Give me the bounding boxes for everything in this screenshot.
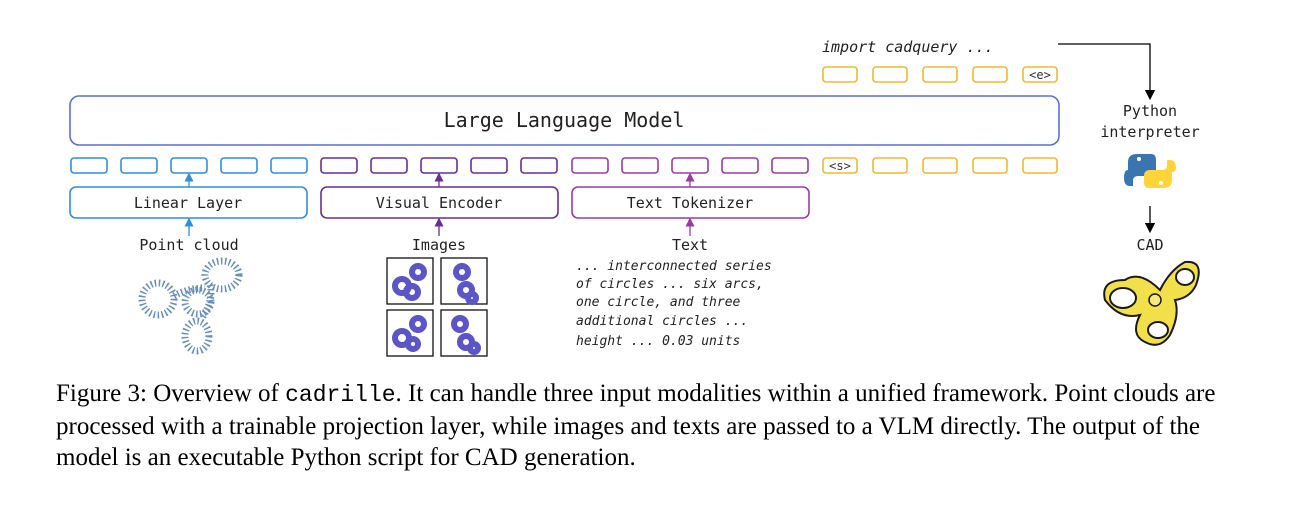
output-token <box>822 66 858 83</box>
output-token-row <box>822 66 1058 83</box>
output-token <box>872 66 908 83</box>
image-token <box>370 157 408 174</box>
text-input-block: ... interconnected series of circles ...… <box>576 259 772 349</box>
text-input-line: height ... 0.03 units <box>576 334 740 349</box>
image-token <box>520 157 558 174</box>
image-token <box>420 157 458 174</box>
image-token-row <box>320 157 558 174</box>
diagram: import cadquery ... <e> Large Language M… <box>69 38 1200 357</box>
point-token <box>220 157 258 174</box>
text-input-line: ... interconnected series <box>576 259 772 274</box>
text-token-row <box>571 157 809 174</box>
image-token <box>470 157 508 174</box>
text-token <box>771 157 809 174</box>
arrow-to-interpreter <box>1058 43 1156 101</box>
caption-text: . It can handle three input modalities w… <box>56 380 1216 471</box>
point-cloud-image <box>138 257 243 355</box>
text-token <box>721 157 759 174</box>
point-cloud-label: Point cloud <box>139 236 238 254</box>
caption-code: cadrille <box>285 382 396 408</box>
cad-model-image <box>1103 260 1200 346</box>
images-grid <box>386 257 488 357</box>
text-input-label: Text <box>672 236 708 254</box>
output-code-text: import cadquery ... <box>822 38 994 56</box>
llm-box <box>69 95 1060 146</box>
text-tokenizer-label: Text Tokenizer <box>627 194 753 212</box>
output-token <box>922 66 958 83</box>
python-interpreter-label-2: interpreter <box>1100 123 1199 141</box>
point-token <box>270 157 308 174</box>
point-token <box>120 157 158 174</box>
text-input-line: of circles ... six arcs, <box>576 277 764 292</box>
image-token <box>320 157 358 174</box>
start-token-label: <s> <box>829 159 851 173</box>
python-interpreter-label-1: Python <box>1123 102 1177 120</box>
generated-token <box>972 157 1008 174</box>
caption-prefix: Figure 3: Overview of <box>56 380 286 407</box>
text-token <box>621 157 659 174</box>
figure-caption: Figure 3: Overview of cadrille. It can h… <box>56 378 1256 473</box>
start-token <box>822 157 858 174</box>
output-token <box>972 66 1008 83</box>
cad-label: CAD <box>1136 236 1163 254</box>
end-token <box>1022 66 1058 83</box>
generated-token <box>872 157 908 174</box>
llm-label: Large Language Model <box>444 108 685 132</box>
text-token <box>571 157 609 174</box>
point-token <box>170 157 208 174</box>
generated-token <box>1022 157 1058 174</box>
python-logo-icon <box>1124 154 1176 188</box>
point-token-row <box>70 157 308 174</box>
images-label: Images <box>412 236 466 254</box>
point-token <box>70 157 108 174</box>
end-token-label: <e> <box>1029 68 1051 82</box>
generated-token <box>922 157 958 174</box>
text-token <box>671 157 709 174</box>
visual-encoder-label: Visual Encoder <box>376 194 502 212</box>
linear-layer-label: Linear Layer <box>134 194 242 212</box>
text-input-line: additional circles ... <box>576 314 748 329</box>
generated-token-row <box>822 157 1058 174</box>
text-input-line: one circle, and three <box>576 295 741 310</box>
